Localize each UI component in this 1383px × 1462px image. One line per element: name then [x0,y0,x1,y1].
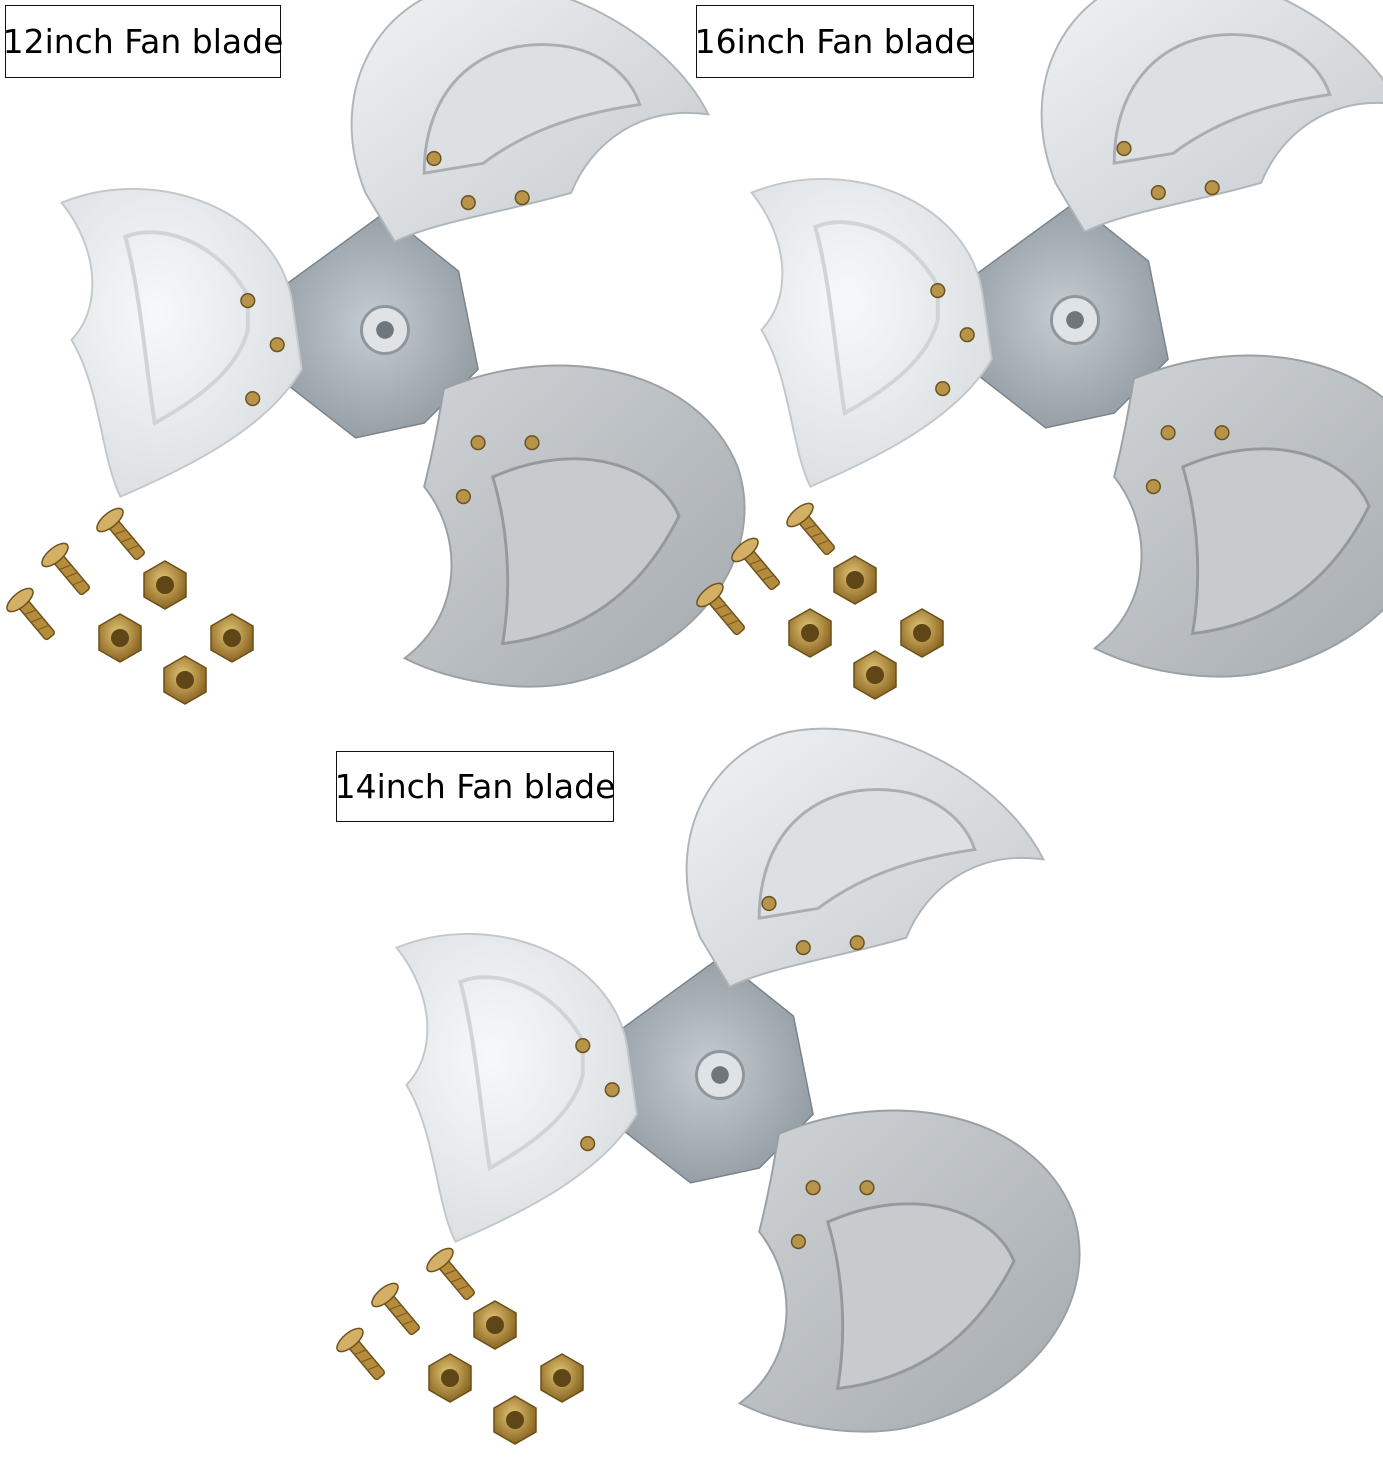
fan-16-photo [693,0,1383,699]
label-12inch-fan-blade: 12inch Fan blade [3,5,283,78]
label-14inch-fan-blade: 14inch Fan blade [335,751,615,822]
fan-14-photo [333,726,1082,1444]
fan-12-photo [3,0,747,704]
label-16inch-fan-blade: 16inch Fan blade [695,5,975,78]
